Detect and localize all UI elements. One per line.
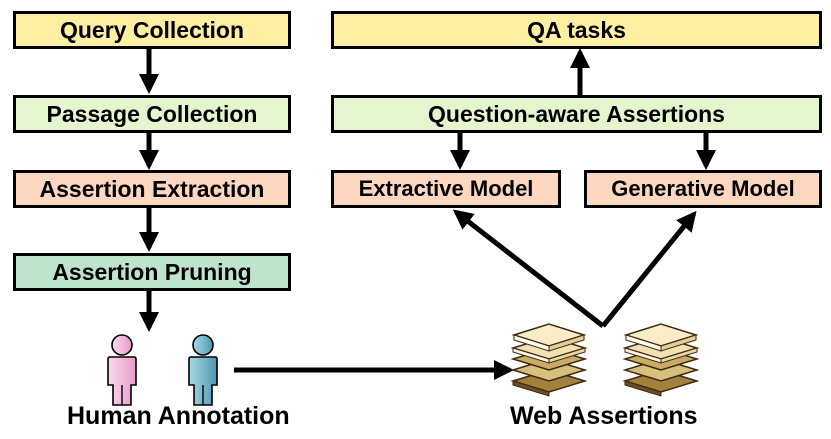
assertion-extraction-box: Assertion Extraction — [13, 170, 291, 208]
person-icon — [188, 334, 218, 406]
query-collection-box: Query Collection — [13, 11, 291, 49]
extractive-model-box: Extractive Model — [331, 170, 561, 208]
question-aware-assertions-box: Question-aware Assertions — [331, 95, 822, 133]
qa-tasks-box: QA tasks — [331, 11, 822, 49]
person-icon — [107, 334, 137, 406]
assertion-pruning-box: Assertion Pruning — [13, 253, 291, 291]
arrow-web-to-extractive — [452, 209, 605, 328]
passage-collection-box: Passage Collection — [13, 95, 291, 133]
arrow-web-to-generative — [601, 210, 697, 328]
document-stack-icon — [512, 323, 586, 397]
generative-model-box: Generative Model — [584, 170, 822, 208]
web-assertions-caption: Web Assertions — [510, 402, 698, 430]
human-annotation-caption: Human Annotation — [67, 402, 290, 430]
document-stack-icon — [624, 323, 698, 397]
